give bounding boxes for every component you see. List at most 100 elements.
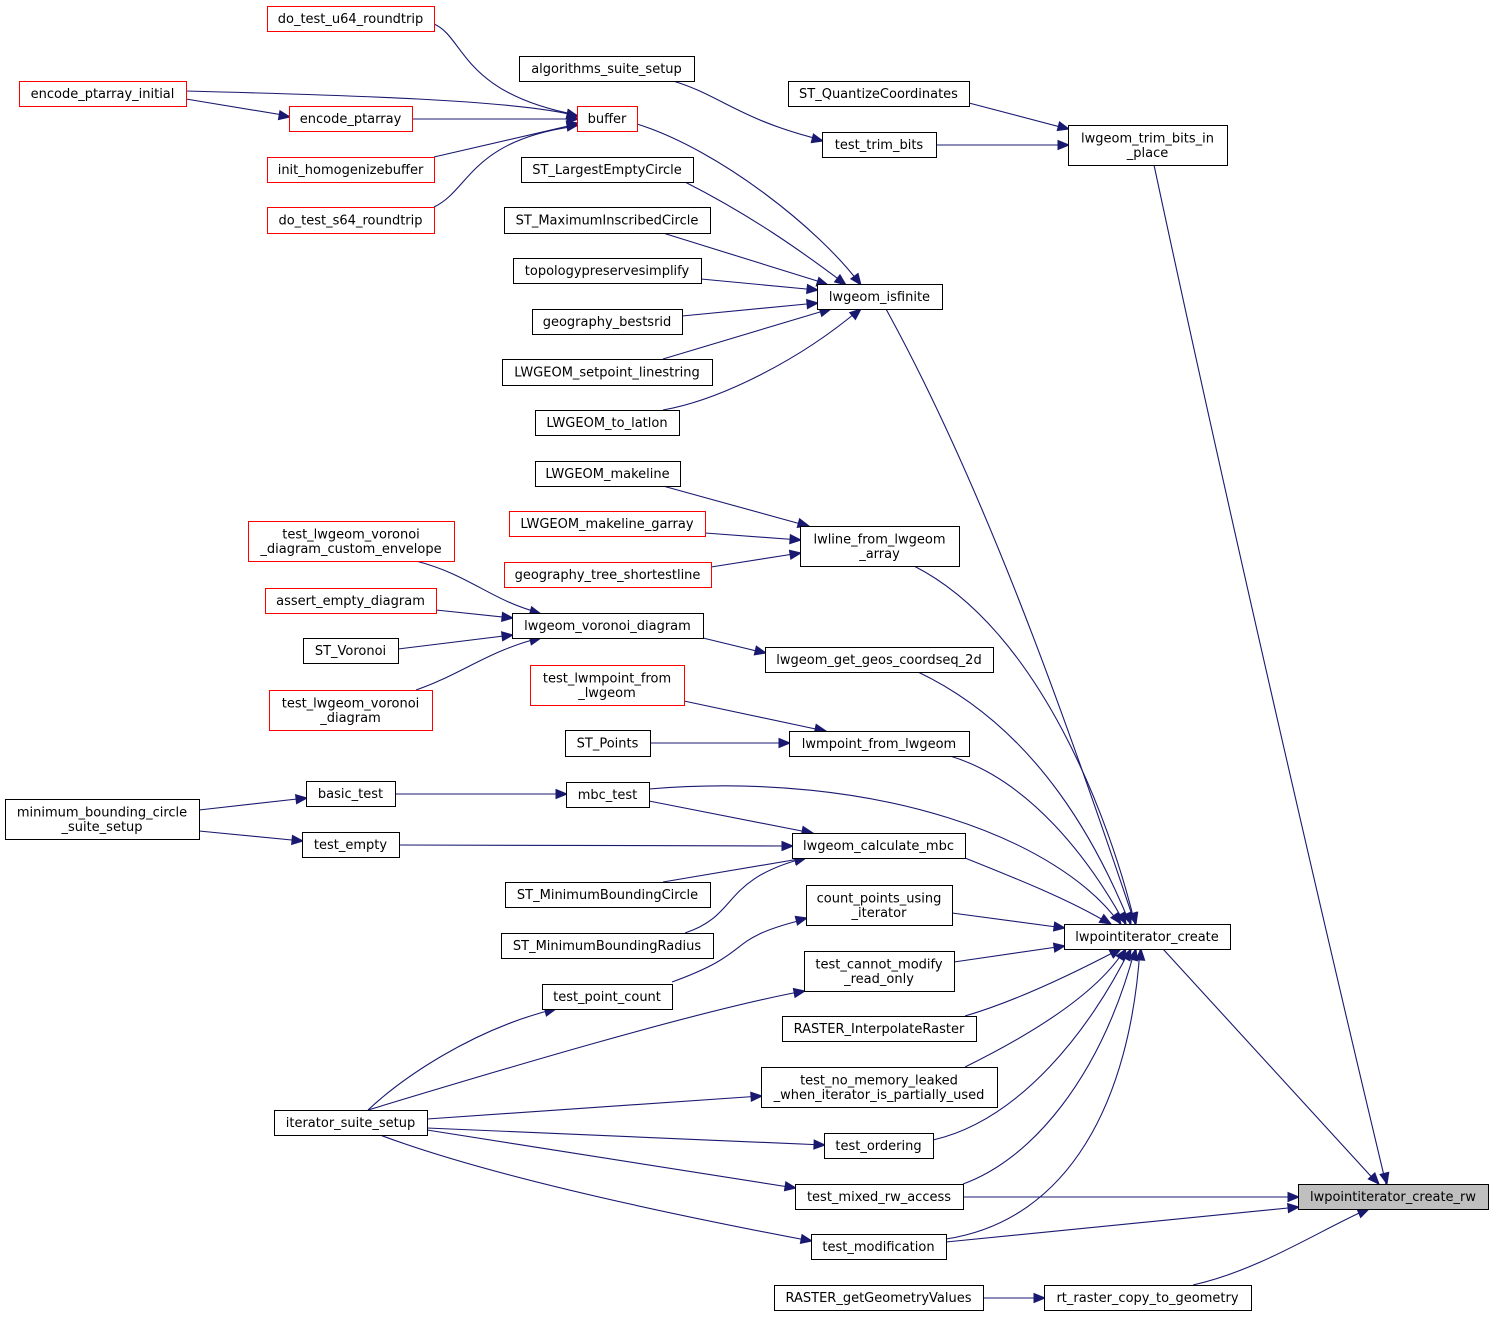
node-label: geography_bestsrid [543, 315, 672, 330]
node-lwgeom-setpoint-linestring[interactable]: LWGEOM_setpoint_linestring [502, 359, 713, 386]
arrowhead [833, 273, 848, 286]
nodes: do_test_u64_roundtrip algorithms_suite_se… [5, 6, 1489, 1311]
node-test-no-memory-leaked[interactable]: test_no_memory_leaked_when_iterator_is_p… [761, 1067, 998, 1108]
node-test-lwgeom-voronoi-diagram-custom-envelope[interactable]: test_lwgeom_voronoi_diagram_custom_envel… [248, 521, 455, 562]
node-box [289, 106, 413, 132]
node-raster-getgeometryvalues[interactable]: RASTER_getGeometryValues [774, 1285, 984, 1311]
node-assert-empty-diagram[interactable]: assert_empty_diagram [265, 588, 437, 614]
node-lwgeom-isfinite[interactable]: lwgeom_isfinite [817, 284, 943, 310]
node-label: iterator_suite_setup [286, 1116, 416, 1131]
node-st-quantizecoordinates[interactable]: ST_QuantizeCoordinates [788, 81, 970, 107]
call-edge [684, 181, 848, 286]
edge-line [433, 123, 578, 158]
call-edge [962, 947, 1139, 1185]
call-edge [953, 942, 1067, 963]
node-lwmpoint-from-lwgeom[interactable]: lwmpoint_from_lwgeom [789, 731, 970, 757]
node-st-minimumboundingradius[interactable]: ST_MinimumBoundingRadius [501, 933, 714, 959]
node-encode-ptarray[interactable]: encode_ptarray [289, 106, 413, 132]
node-label: ST_QuantizeCoordinates [799, 87, 958, 102]
node-test-cannot-modify-read-only[interactable]: test_cannot_modify_read_only [804, 951, 955, 992]
edge-line [433, 125, 578, 208]
edge-line [198, 830, 303, 842]
node-algorithms-suite-setup[interactable]: algorithms_suite_setup [519, 56, 695, 82]
node-st-points[interactable]: ST_Points [565, 730, 651, 757]
edge-line [945, 948, 1141, 1240]
node-st-voronoi[interactable]: ST_Voronoi [303, 638, 399, 664]
edge-line [917, 671, 1131, 925]
node-st-minimumboundingcircle[interactable]: ST_MinimumBoundingCircle [505, 882, 711, 908]
edge-line [379, 1134, 812, 1242]
call-edge [662, 854, 808, 883]
node-minimum-bounding-circle-suite-setup[interactable]: minimum_bounding_circle_suite_setup [5, 799, 200, 840]
edge-line [636, 123, 861, 285]
node-test-lwgeom-voronoi-diagram[interactable]: test_lwgeom_voronoi_diagram [269, 690, 433, 731]
node-label: lwgeom_voronoi_diagram [524, 619, 691, 634]
edge-line [913, 565, 1136, 925]
node-lwgeom-calculate-mbc[interactable]: lwgeom_calculate_mbc [792, 833, 966, 859]
node-st-maximuminscribedcircle[interactable]: ST_MaximumInscribedCircle [504, 207, 711, 234]
node-init-homogenizebuffer[interactable]: init_homogenizebuffer [267, 157, 435, 183]
node-label: lwmpoint_from_lwgeom [802, 737, 956, 752]
node-mbc-test[interactable]: mbc_test [566, 782, 650, 808]
call-edge [426, 1091, 764, 1120]
node-test-mixed-rw-access[interactable]: test_mixed_rw_access [795, 1184, 964, 1210]
node-iterator-suite-setup[interactable]: iterator_suite_setup [274, 1110, 428, 1136]
edge-line [704, 532, 801, 541]
node-lwgeom-trim-bits-in-place[interactable]: lwgeom_trim_bits_in_place [1068, 125, 1228, 166]
edge-line [426, 1127, 825, 1146]
call-edge [367, 1006, 558, 1111]
call-edge [710, 549, 803, 568]
node-test-modification[interactable]: test_modification [811, 1234, 947, 1260]
node-lwgeom-get-geos-coordseq-2d[interactable]: lwgeom_get_geos_coordseq_2d [765, 647, 994, 673]
node-label: ST_MinimumBoundingCircle [517, 888, 698, 903]
node-label: _place [1126, 146, 1168, 161]
node-st-largestemptycircle[interactable]: ST_LargestEmptyCircle [521, 157, 694, 183]
node-geography-bestsrid[interactable]: geography_bestsrid [532, 309, 683, 335]
call-edge [426, 1127, 827, 1150]
node-topologypreservesimplify[interactable]: topologypreservesimplify [513, 258, 702, 284]
node-buffer[interactable]: buffer [577, 106, 638, 132]
node-lwgeom-makeline[interactable]: LWGEOM_makeline [535, 461, 681, 487]
node-raster-interpolateraster[interactable]: RASTER_InterpolateRaster [782, 1016, 977, 1042]
node-label: test_lwmpoint_from [543, 671, 671, 686]
edge-line [671, 918, 807, 983]
node-test-lwmpoint-from-lwgeom[interactable]: test_lwmpoint_from_lwgeom [530, 665, 685, 706]
node-box [1298, 1184, 1489, 1210]
arrowhead [781, 840, 795, 852]
node-test-point-count[interactable]: test_point_count [542, 984, 673, 1010]
node-encode-ptarray-initial[interactable]: encode_ptarray_initial [19, 81, 187, 107]
call-edge [700, 278, 820, 295]
edge-line [433, 23, 578, 116]
node-lwgeom-makeline-garray[interactable]: LWGEOM_makeline_garray [509, 511, 706, 537]
edge-line [648, 800, 813, 834]
node-rt-raster-copy-to-geometry[interactable]: rt_raster_copy_to_geometry [1044, 1285, 1252, 1311]
node-do-test-s64-roundtrip[interactable]: do_test_s64_roundtrip [267, 207, 435, 234]
node-test-ordering[interactable]: test_ordering [824, 1133, 934, 1159]
node-label: test_lwgeom_voronoi [282, 527, 420, 542]
node-label: test_point_count [553, 990, 661, 1005]
node-label: test_modification [822, 1240, 934, 1255]
call-edge [683, 700, 828, 734]
arrowhead [783, 1181, 798, 1192]
node-count-points-using-iterator[interactable]: count_points_using_iterator [806, 885, 953, 926]
node-do-test-u64-roundtrip[interactable]: do_test_u64_roundtrip [267, 6, 435, 32]
node-label: _diagram [319, 711, 381, 726]
node-label: lwgeom_isfinite [829, 290, 930, 305]
node-label: count_points_using [817, 891, 942, 906]
node-geography-tree-shortestline[interactable]: geography_tree_shortestline [504, 562, 712, 588]
node-lwpointiterator-create[interactable]: lwpointiterator_create [1064, 924, 1231, 950]
node-lwgeom-to-latlon[interactable]: LWGEOM_to_latlon [535, 410, 680, 436]
node-box [521, 157, 694, 183]
node-box [5, 799, 200, 840]
edge-line [198, 797, 307, 811]
node-label: rt_raster_copy_to_geometry [1056, 1291, 1238, 1306]
node-box [788, 81, 970, 107]
node-basic-test[interactable]: basic_test [306, 781, 396, 807]
node-lwline-from-lwgeom-array[interactable]: lwline_from_lwgeom_array [800, 526, 960, 567]
edge-line [185, 90, 578, 117]
node-label: encode_ptarray [300, 112, 402, 127]
node-test-empty[interactable]: test_empty [302, 832, 400, 858]
node-box [535, 410, 680, 436]
node-test-trim-bits[interactable]: test_trim_bits [822, 132, 937, 158]
node-lwgeom-voronoi-diagram[interactable]: lwgeom_voronoi_diagram [512, 613, 704, 639]
